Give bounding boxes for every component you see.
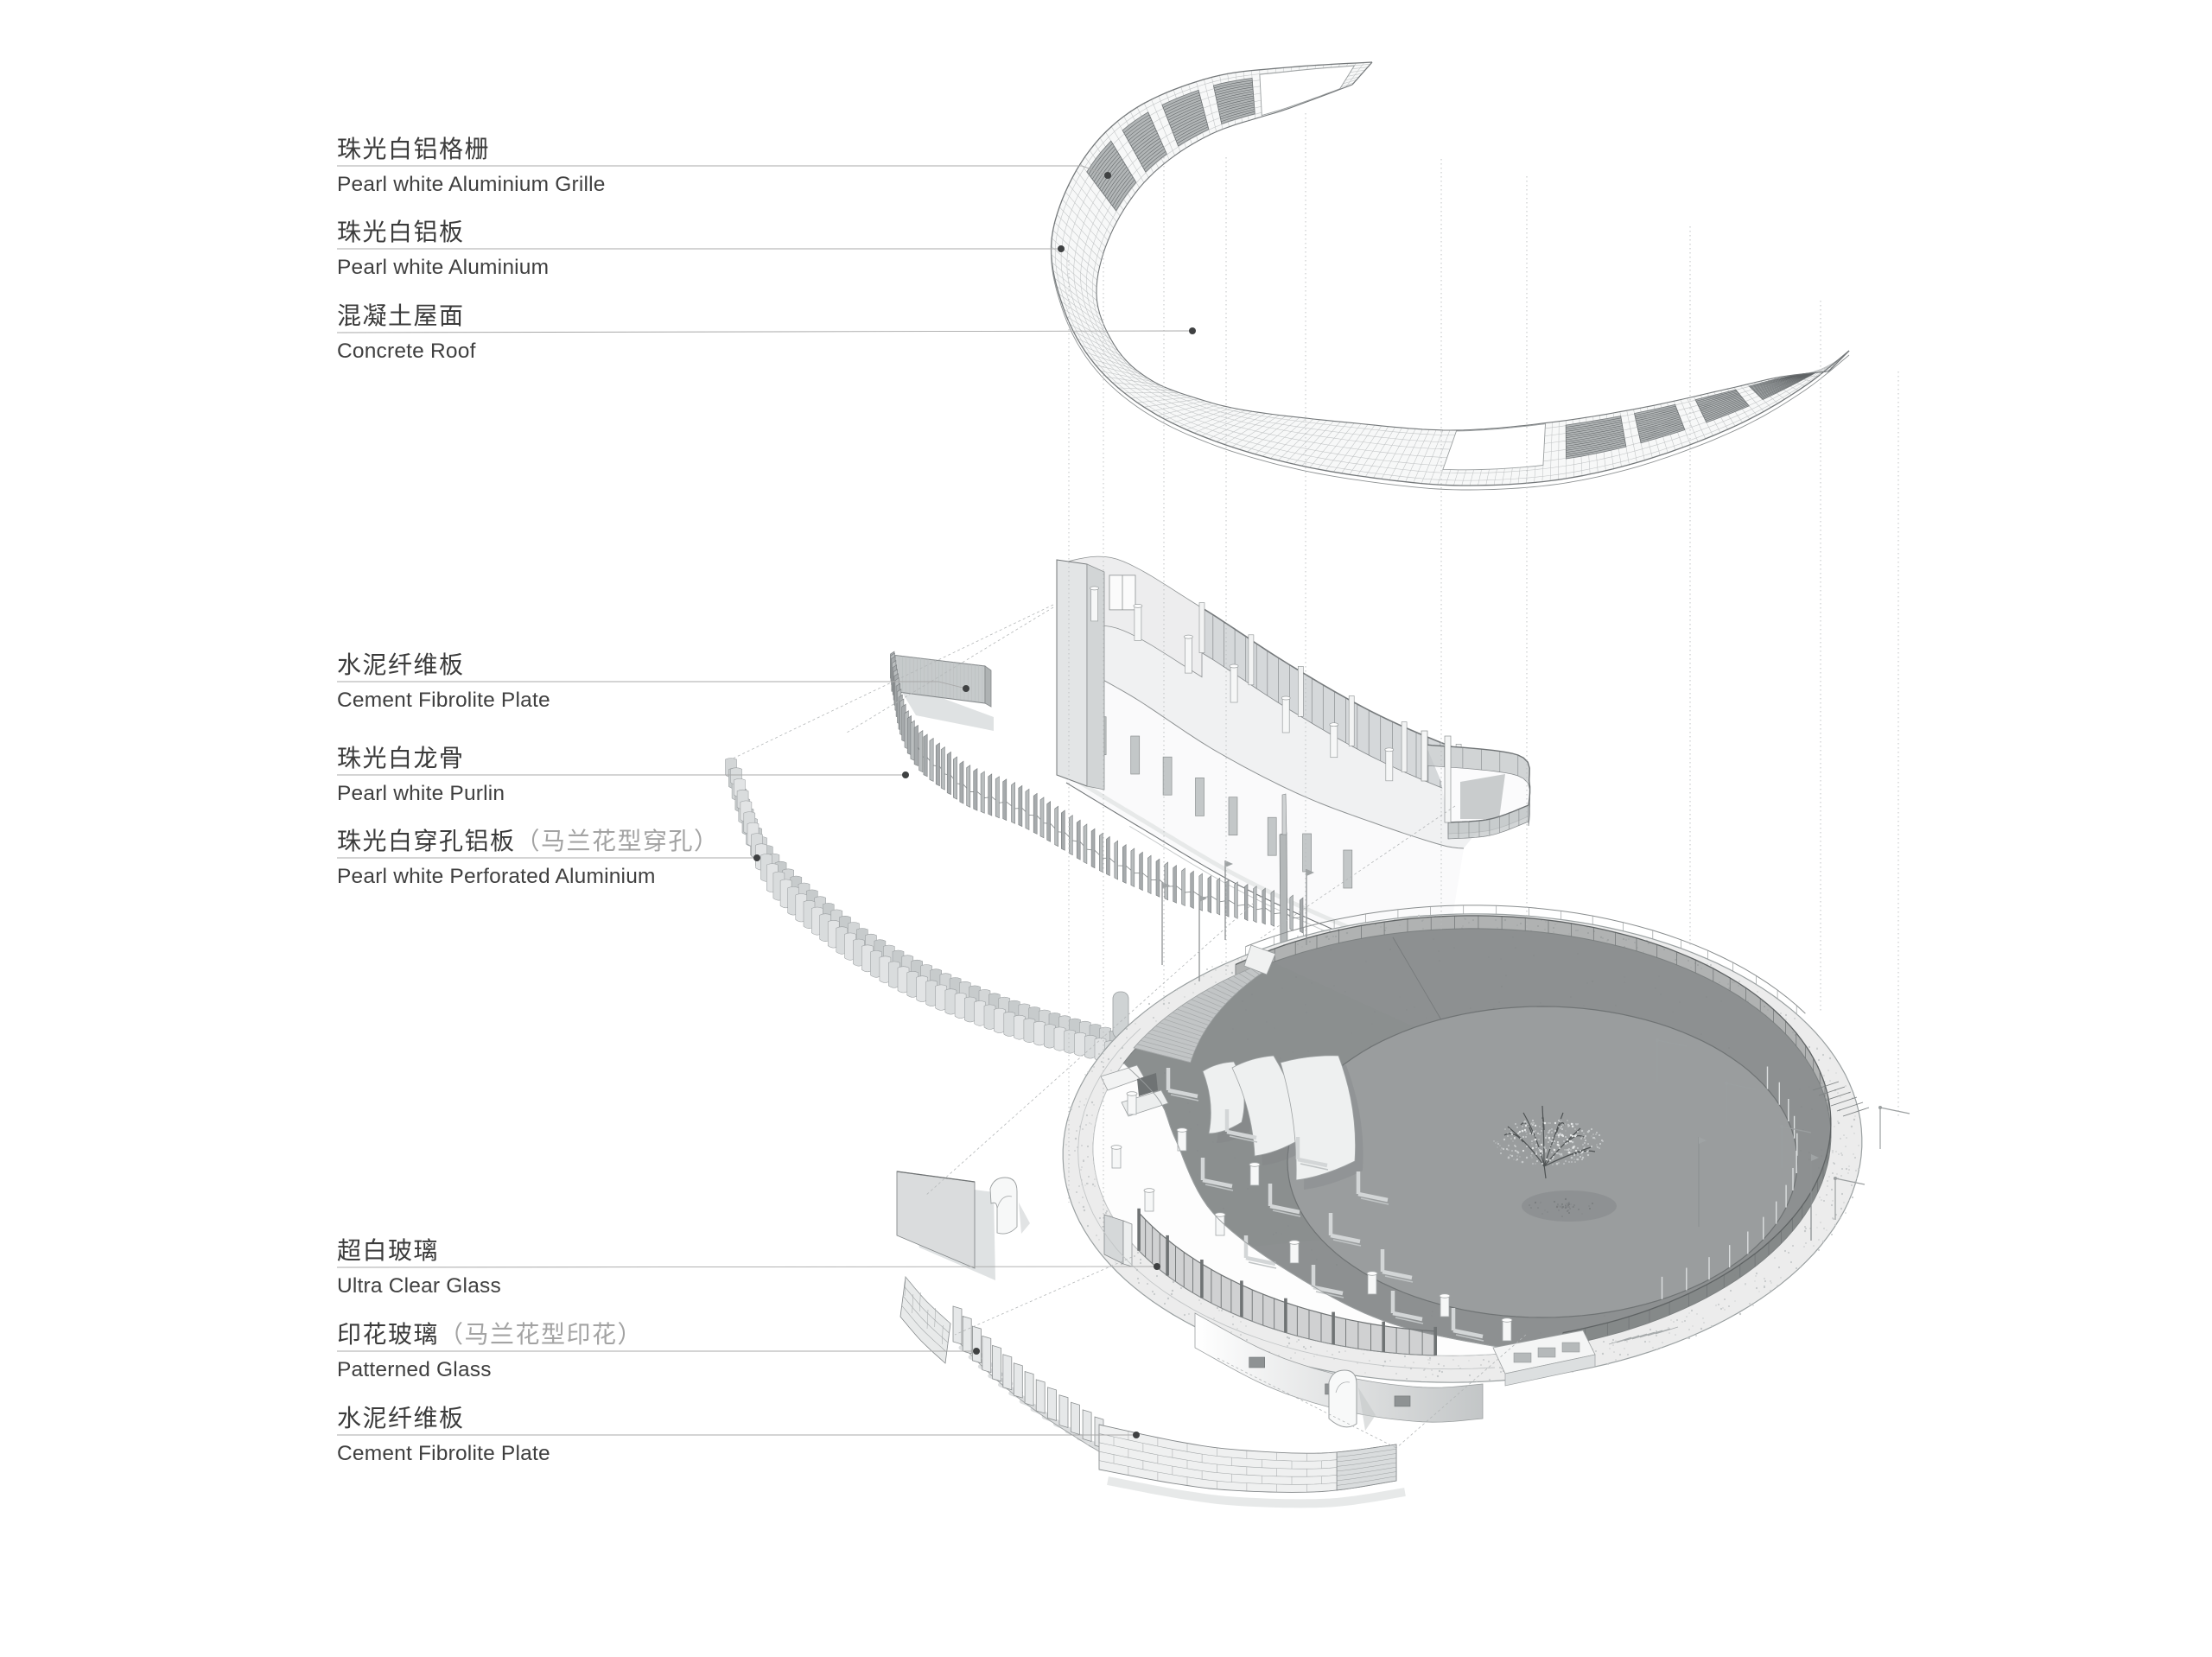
roof-crescent xyxy=(1050,61,1850,491)
callout-pearl-white-perforated-aluminium: 珠光白穿孔铝板（马兰花型穿孔） Pearl white Perforated A… xyxy=(337,827,720,890)
callout-zh-text: 印花玻璃 xyxy=(337,1321,440,1348)
callout-zh-text: 超白玻璃 xyxy=(337,1237,440,1264)
callout-label-en: Pearl white Aluminium xyxy=(337,256,550,279)
callout-label-zh: 超白玻璃 xyxy=(337,1236,501,1267)
callout-label-en: Pearl white Aluminium Grille xyxy=(337,173,606,196)
callout-label-zh: 水泥纤维板 xyxy=(337,651,550,682)
callout-label-zh: 混凝土屋面 xyxy=(337,302,476,333)
patterned-glass-and-fibrolite-wall xyxy=(896,1171,1406,1508)
callout-label-zh: 珠光白穿孔铝板（马兰花型穿孔） xyxy=(337,827,720,858)
callout-label-zh: 印花玻璃（马兰花型印花） xyxy=(337,1320,643,1351)
callout-label-zh: 水泥纤维板 xyxy=(337,1404,550,1435)
callout-ultra-clear-glass: 超白玻璃 Ultra Clear Glass xyxy=(337,1236,501,1299)
callout-zh-note: （马兰花型印花） xyxy=(439,1321,644,1348)
callout-label-zh: 珠光白龙骨 xyxy=(337,744,505,775)
callout-zh-text: 珠光白龙骨 xyxy=(337,745,465,771)
callout-label-en: Pearl white Perforated Aluminium xyxy=(337,865,656,888)
callout-zh-text: 珠光白穿孔铝板 xyxy=(337,828,516,854)
callout-zh-note: （马兰花型穿孔） xyxy=(515,828,720,854)
callout-zh-text: 珠光白铝板 xyxy=(337,219,465,245)
base-details xyxy=(1077,860,1910,1423)
callout-cement-fibrolite-plate-bottom: 水泥纤维板 Cement Fibrolite Plate xyxy=(337,1404,550,1467)
leader-lines xyxy=(336,165,1196,1438)
callout-cement-fibrolite-plate-top: 水泥纤维板 Cement Fibrolite Plate xyxy=(337,651,550,714)
callout-label-zh: 珠光白铝格栅 xyxy=(337,135,606,166)
callout-label-en: Ultra Clear Glass xyxy=(337,1274,501,1298)
perforated-aluminium-row xyxy=(725,758,1136,1071)
callout-patterned-glass: 印花玻璃（马兰花型印花） Patterned Glass xyxy=(337,1320,643,1383)
callout-zh-text: 水泥纤维板 xyxy=(337,651,465,678)
callout-pearl-white-aluminium-grille: 珠光白铝格栅 Pearl white Aluminium Grille xyxy=(337,135,606,198)
callout-zh-text: 混凝土屋面 xyxy=(337,302,465,329)
second-floor-gallery xyxy=(1056,556,1531,971)
callout-label-zh: 珠光白铝板 xyxy=(337,218,549,249)
callout-label-en: Pearl white Purlin xyxy=(337,782,505,805)
callout-label-en: Patterned Glass xyxy=(337,1358,492,1381)
callout-label-en: Cement Fibrolite Plate xyxy=(337,689,550,712)
callout-pearl-white-purlin: 珠光白龙骨 Pearl white Purlin xyxy=(337,744,505,807)
callout-concrete-roof: 混凝土屋面 Concrete Roof xyxy=(337,302,476,365)
callout-label-en: Concrete Roof xyxy=(337,340,476,363)
callout-zh-text: 水泥纤维板 xyxy=(337,1405,465,1432)
callout-pearl-white-aluminium: 珠光白铝板 Pearl white Aluminium xyxy=(337,218,549,281)
projection-lines xyxy=(730,113,1899,1449)
callout-label-en: Cement Fibrolite Plate xyxy=(337,1442,550,1465)
callout-zh-text: 珠光白铝格栅 xyxy=(337,136,491,162)
